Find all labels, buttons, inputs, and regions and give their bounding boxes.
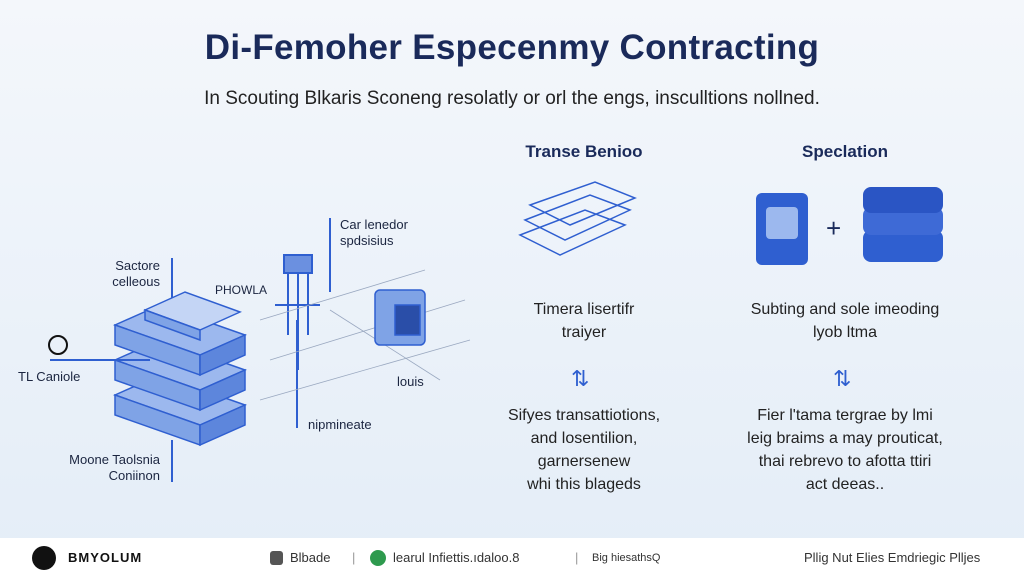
wallet-plus-storage-icon: + xyxy=(756,187,943,265)
footer: BMYOLUM Blbade | learul Infiettis.ıdaloo… xyxy=(0,538,1024,576)
badge-icon xyxy=(48,335,68,355)
green-circle-icon xyxy=(370,550,386,566)
label-louis: louis xyxy=(397,374,424,389)
label-car-lenedor: Car lenedor spdsisius xyxy=(340,217,408,248)
footer-item: Blbade xyxy=(290,550,331,565)
label-nipmineate: nipmineate xyxy=(308,417,372,432)
column-body: Sifyes transattiotions,and losentilion,g… xyxy=(507,407,661,493)
arrows-icon: ⇅ xyxy=(571,366,590,391)
isometric-diagram xyxy=(48,218,471,482)
tower-icon xyxy=(275,254,320,370)
layers-icon xyxy=(518,181,637,256)
brand-name: BMYOLUM xyxy=(68,550,143,565)
column-title: Speclation xyxy=(802,142,888,161)
arrows-icon: ⇅ xyxy=(833,366,852,391)
label-phowla: PHOWLA xyxy=(215,283,268,297)
label-tl-caniole: TL Caniole xyxy=(18,369,81,384)
footer-item: learul Infiettis.ıdaloo.8 xyxy=(393,550,520,565)
page-title: Di-Femoher Especenmy Contracting xyxy=(204,28,820,67)
column-title: Transe Benioo xyxy=(525,142,643,161)
subtitle: In Scouting Blkaris Sconeng resolatly or… xyxy=(204,88,820,109)
device-icon xyxy=(374,289,426,346)
footer-item: Big hiesathsQ xyxy=(592,552,661,564)
server-stack-icon xyxy=(112,291,248,447)
svg-text:+: + xyxy=(826,213,841,243)
label-sactore: Sactore celleous xyxy=(112,258,160,289)
hex-icon xyxy=(270,551,283,565)
brand-logo-icon xyxy=(32,546,56,570)
footer-right: Pllig Nut Elies Emdriegic Plljes xyxy=(804,550,981,565)
label-moone: Moone Taolsnia Coniinon xyxy=(69,452,160,483)
